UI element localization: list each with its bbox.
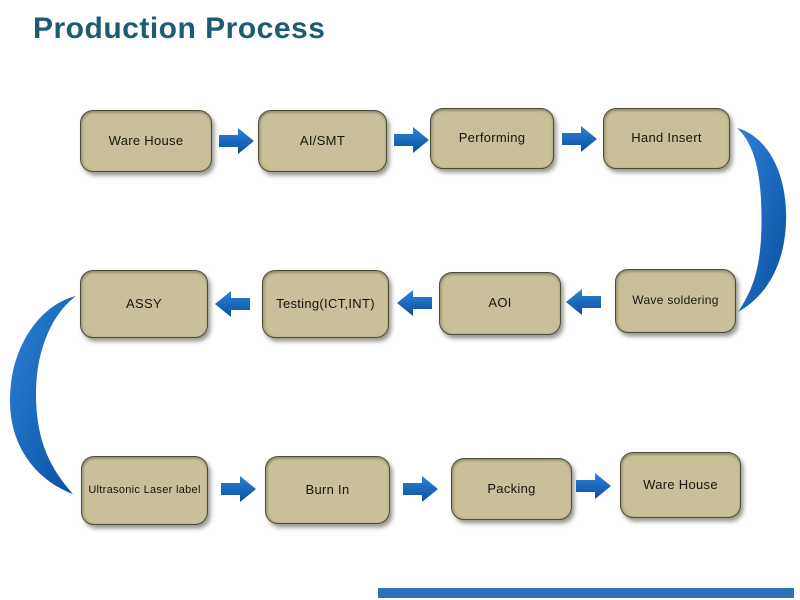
flow-node-testing: Testing(ICT,INT)	[262, 270, 389, 338]
arrow-left-icon	[214, 289, 250, 319]
flow-node-label: Performing	[458, 130, 526, 146]
flow-node-label: Ultrasonic Laser label	[88, 484, 201, 497]
flow-node-ware-house-final: Ware House	[620, 452, 741, 518]
curved-arrow-down-icon	[695, 118, 795, 318]
flow-node-packing: Packing	[451, 458, 572, 520]
arrow-right-icon	[394, 125, 430, 155]
flow-node-label: ASSY	[126, 295, 162, 311]
flow-node-wave-soldering: Wave soldering	[615, 269, 736, 333]
flow-node-aoi: AOI	[439, 272, 561, 335]
flow-node-label: Ware House	[643, 476, 718, 492]
flow-node-label: Packing	[487, 480, 536, 496]
curved-arrow-down-icon	[4, 284, 96, 502]
arrow-left-icon	[565, 287, 601, 317]
flow-node-assy: ASSY	[80, 270, 208, 338]
flow-node-label: Hand Insert	[631, 130, 702, 146]
flow-node-ultrasonic-laser-label: Ultrasonic Laser label	[81, 456, 208, 525]
page-title: Production Process	[33, 12, 326, 45]
flow-node-label: AOI	[488, 295, 512, 311]
arrow-right-icon	[562, 124, 598, 154]
flow-node-label: Burn In	[305, 481, 350, 497]
flow-node-label: Testing(ICT,INT)	[276, 295, 375, 311]
flow-node-burn-in: Burn In	[265, 456, 390, 524]
flow-node-performing: Performing	[430, 108, 554, 169]
flow-node-label: AI/SMT	[299, 132, 346, 148]
flow-node-label: Ware House	[108, 132, 184, 148]
flow-node-hand-insert: Hand Insert	[603, 108, 730, 169]
arrow-right-icon	[221, 474, 257, 504]
arrow-left-icon	[396, 288, 432, 318]
footer-accent-bar	[378, 588, 794, 598]
flow-node-ware-house: Ware House	[80, 110, 212, 172]
arrow-right-icon	[576, 471, 612, 501]
flow-node-ai-smt: AI/SMT	[258, 110, 387, 172]
flow-node-label: Wave soldering	[632, 293, 719, 308]
arrow-right-icon	[403, 474, 439, 504]
arrow-right-icon	[219, 126, 255, 156]
